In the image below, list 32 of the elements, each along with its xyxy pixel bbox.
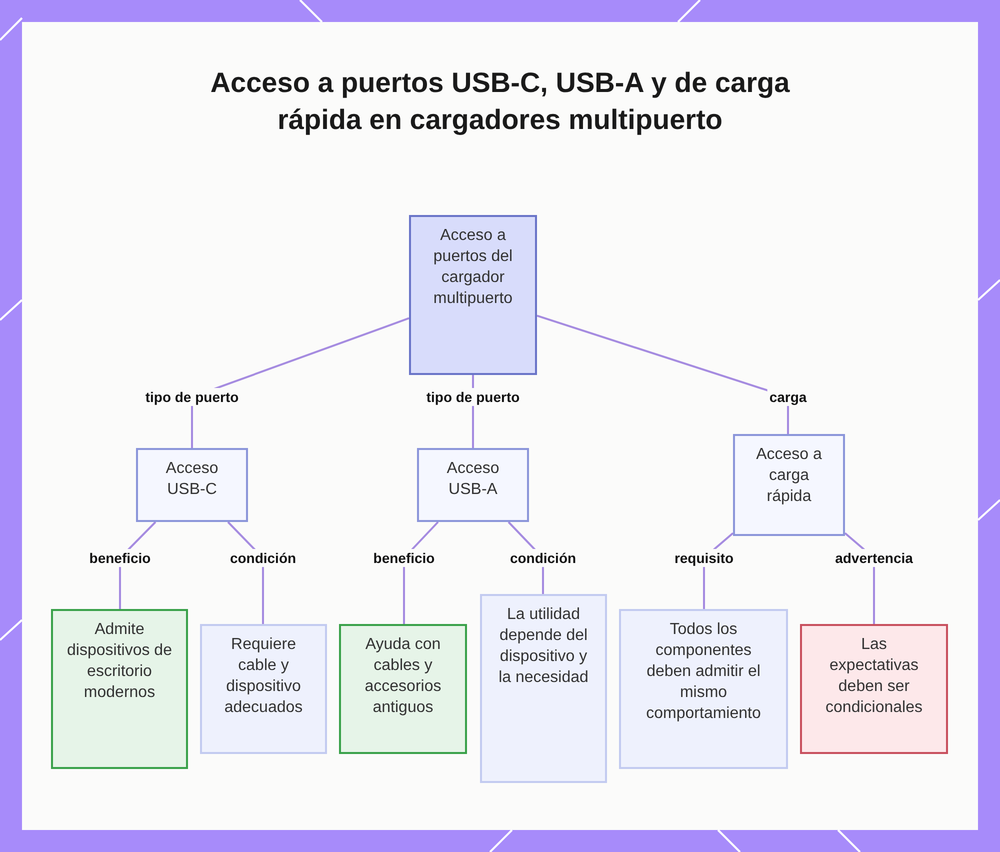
edge-label: advertencia <box>833 549 915 567</box>
edge-label: tipo de puerto <box>143 388 241 406</box>
concept-box <box>136 448 248 522</box>
edge-label: carga <box>767 388 809 406</box>
edge-label: condición <box>508 549 578 567</box>
edge-label: requisito <box>672 549 736 567</box>
concept-box <box>51 609 188 769</box>
box-text: Requiere cable y dispositivo adecuados <box>223 635 304 718</box>
edge-label: condición <box>228 549 298 567</box>
diagram-title: Acceso a puertos USB-C, USB-A y de carga rápida en cargadores multipuerto <box>210 66 790 137</box>
box-text: Acceso a carga rápida <box>755 445 823 507</box>
concept-box <box>733 434 845 536</box>
box-text: Ayuda con cables y accesorios antiguos <box>364 635 442 718</box>
concept-box <box>200 624 327 754</box>
concept-box <box>409 215 537 375</box>
box-text: Acceso USB-C <box>164 459 220 500</box>
concept-box <box>417 448 529 522</box>
connector-line <box>536 314 789 434</box>
concept-box <box>800 624 948 754</box>
connector-line <box>191 317 410 448</box>
concept-box <box>619 609 788 769</box>
box-text: Acceso USB-A <box>446 459 500 500</box>
box-text: Todos los componentes deben admitir el mismo comportamiento <box>645 620 762 724</box>
box-text: Las expectativas deben ser condicionales <box>824 635 924 718</box>
concept-box <box>480 594 607 783</box>
box-text: Acceso a puertos del cargador multipuerto <box>432 226 514 309</box>
box-text: La utilidad depende del dispositivo y la necesidad <box>498 605 590 688</box>
edge-label: beneficio <box>87 549 153 567</box>
edge-label: beneficio <box>371 549 437 567</box>
box-text: Admite dispositivos de escritorio modernos <box>66 620 173 703</box>
concept-box <box>339 624 467 754</box>
edge-label: tipo de puerto <box>424 388 522 406</box>
